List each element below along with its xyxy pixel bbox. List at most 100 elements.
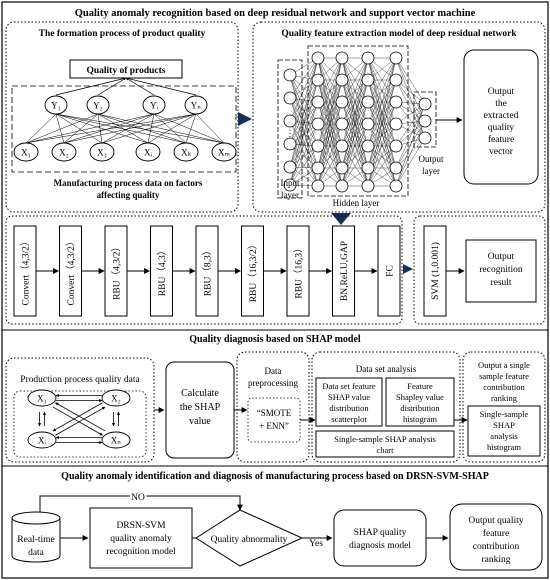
prod-node — [27, 431, 57, 449]
diamond-label: Quality abnormality — [211, 535, 288, 545]
formation-caption-2: affecting quality — [97, 190, 160, 200]
neuron — [283, 160, 297, 174]
x-node — [51, 142, 77, 162]
prep-panel — [236, 351, 310, 463]
neuron — [335, 73, 349, 87]
smote-line-2: + ENN” — [259, 421, 289, 431]
final-output-line-4: ranking — [481, 555, 510, 565]
single-hist-line-3: analysis — [490, 431, 517, 441]
output-ranking-panel — [462, 351, 546, 463]
realtime-cylinder — [11, 518, 61, 563]
output-vector-text: Output the extracted quality feature vec… — [484, 87, 519, 157]
extraction-title: Quality feature extraction model of deep… — [281, 29, 517, 39]
output-title-1: Output a single — [478, 360, 530, 370]
neuron — [335, 161, 349, 175]
prod-node — [27, 389, 57, 407]
scatter-box — [315, 377, 383, 427]
realtime-line-2: data — [28, 548, 45, 558]
smote-box — [247, 397, 301, 443]
neuron — [389, 139, 403, 153]
histogram-line-3: distribution — [400, 403, 440, 413]
prod-node — [101, 389, 131, 407]
y-node-label: Yₙ — [191, 101, 201, 111]
single-chart-box — [315, 430, 455, 458]
bottom-title: Quality anomaly identification and diagn… — [61, 471, 489, 482]
pipeline-block-label: RBU（8,3） — [202, 246, 214, 296]
svg-text:vector: vector — [489, 147, 514, 157]
neuron — [389, 95, 403, 109]
output-title-2: sample feature — [479, 371, 529, 381]
histogram-box — [385, 377, 455, 427]
output-title-4: ranking — [491, 393, 518, 403]
neuron — [283, 178, 297, 192]
no-feedback-arrow — [39, 495, 243, 512]
dnn-network: ⋮ — [283, 51, 432, 193]
pipeline-block-label: Convert（4,3/2） — [65, 237, 77, 306]
y-node — [44, 95, 68, 115]
panel-arrow-right — [238, 112, 252, 126]
neuron — [389, 179, 403, 193]
histogram-line-1: Feature — [407, 381, 433, 391]
neuron — [389, 73, 403, 87]
y-node — [184, 95, 208, 115]
prod-node-label: Xₙ — [111, 436, 121, 446]
prep-title-1: Data — [265, 366, 282, 376]
neuron — [283, 91, 297, 105]
quality-products-label: Quality of products — [86, 66, 165, 76]
input-layer-box — [277, 59, 303, 199]
analysis-panel — [311, 351, 461, 463]
output-title-3: contribution — [483, 382, 525, 392]
neuron — [361, 139, 375, 153]
svm-label: SVM (1,0.001) — [430, 242, 441, 300]
neuron — [361, 73, 375, 87]
neuron — [283, 68, 297, 82]
neuron — [335, 179, 349, 193]
svg-text:feature: feature — [488, 134, 514, 145]
prep-title-2: preprocessing — [248, 378, 298, 388]
x-node-label: X₃ — [97, 148, 107, 158]
neuron — [361, 95, 375, 109]
x-node — [135, 142, 161, 162]
shap-title: Quality diagnosis based on SHAP model — [189, 334, 361, 345]
prod-node-label: X₁ — [37, 394, 47, 404]
single-hist-line-2: SHAP — [493, 420, 515, 430]
neuron — [311, 117, 325, 131]
calc-line-1: Calculate — [181, 388, 219, 399]
calc-line-2: the SHAP — [180, 402, 221, 413]
result-line-2: recognition — [479, 265, 523, 275]
no-label: NO — [131, 493, 145, 503]
pipeline-block-label: RBU（4,3/2） — [111, 242, 123, 300]
drsn-line-3: recognition model — [106, 547, 176, 557]
neuron — [311, 95, 325, 109]
drsn-line-1: DRSN-SVM — [116, 521, 166, 531]
pipeline-block-label: BN,ReLU,GAP — [340, 241, 350, 301]
single-hist-line-1: Single-sample — [480, 409, 529, 419]
single-chart-line-1: Single-sample SHAP analysis — [334, 434, 436, 444]
histogram-line-2: Shapley value — [396, 392, 444, 402]
neuron — [283, 137, 297, 151]
pipeline-block-label: RBU（16,3） — [293, 243, 305, 298]
single-chart-line-2: chart — [377, 445, 395, 455]
calc-line-3: value — [189, 416, 211, 427]
prod-node-label: X₂ — [111, 394, 121, 404]
pipeline-panel — [5, 215, 403, 325]
x-node — [13, 142, 39, 162]
shap-model-box — [333, 509, 427, 567]
neuron — [311, 139, 325, 153]
prod-node — [101, 431, 131, 449]
result-line-3: result — [490, 278, 511, 288]
ellipsis-dots: ⋮ — [286, 128, 295, 138]
classifier-panel — [413, 215, 546, 325]
formation-caption-1: Manufacturing process data on factors — [54, 178, 203, 188]
x-node-label: Xᵢ — [144, 148, 152, 158]
neuron — [361, 117, 375, 131]
svg-text:Output: Output — [488, 87, 515, 97]
formation-title: The formation process of product quality — [39, 29, 206, 39]
single-hist-line-4: histogram — [487, 442, 521, 452]
neuron — [389, 161, 403, 175]
neuron — [361, 51, 375, 65]
neuron — [389, 51, 403, 65]
